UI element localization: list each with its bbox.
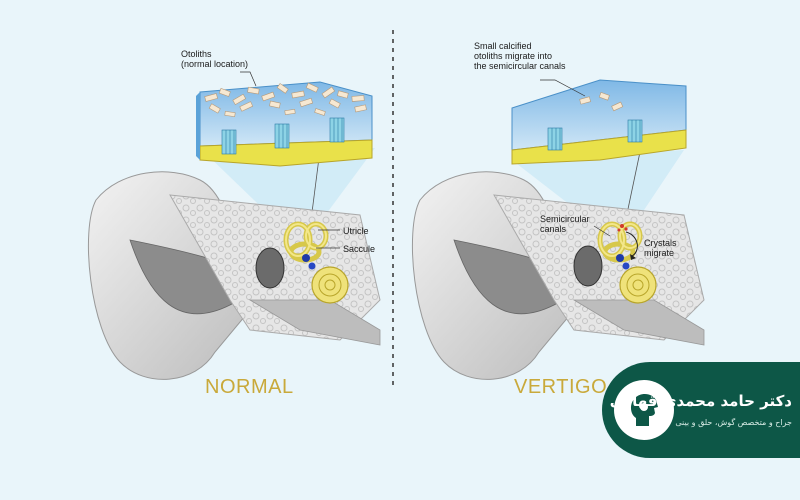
otolith-crystals	[204, 82, 367, 118]
ear-cross-section-normal	[88, 171, 381, 380]
normal-panel	[88, 71, 381, 380]
zoom-cone	[512, 150, 684, 225]
head-profile-icon	[630, 394, 658, 426]
otolith-inset	[196, 71, 373, 167]
doctor-name: دکتر حامد محمدی قهاری	[609, 392, 792, 410]
zoom-cone	[200, 148, 375, 225]
ear-cross-section-vertigo	[412, 171, 705, 380]
vertigo-title: VERTIGO	[514, 376, 608, 398]
otoliths-label: Otoliths (normal location)	[181, 49, 249, 69]
doctor-badge: دکتر حامد محمدی قهاری جراح و متخصص گوش، …	[602, 362, 800, 458]
saccule-label: Saccule	[343, 244, 376, 254]
crystals-migrate-label: Crystals migrate	[644, 238, 677, 258]
vertigo-panel	[412, 79, 705, 380]
normal-title: NORMAL	[205, 376, 294, 398]
doctor-specialty: جراح و متخصص گوش، حلق و بینی	[675, 418, 792, 427]
logo-circle	[614, 380, 674, 440]
semicircular-canals-label: Semicircular canals	[540, 214, 590, 234]
otoliths-migrate-label: Small calcified otoliths migrate into th…	[474, 41, 566, 71]
migration-arrow	[625, 231, 638, 257]
utricle-label: Utricle	[343, 226, 369, 236]
migrated-crystal-inset	[511, 79, 687, 165]
